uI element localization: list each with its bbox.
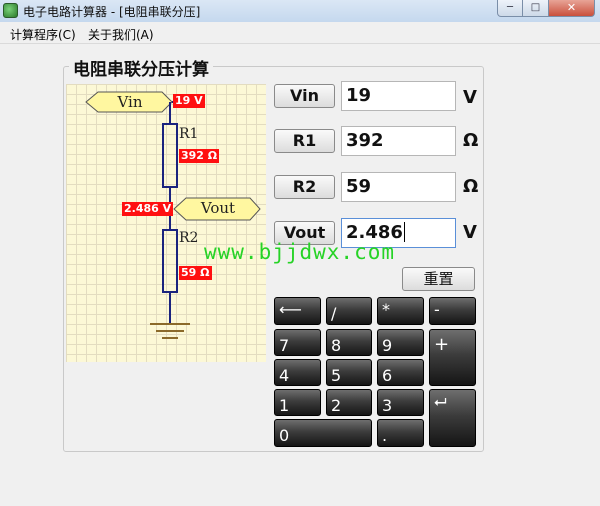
minus-key[interactable]: - xyxy=(429,297,476,325)
app-icon xyxy=(3,3,18,18)
vin-button[interactable]: Vin xyxy=(274,84,335,108)
vout-tag: Vout xyxy=(200,199,236,217)
key-5[interactable]: 5 xyxy=(326,359,372,386)
key-2[interactable]: 2 xyxy=(326,389,372,416)
panel-title: 电阻串联分压计算 xyxy=(69,55,213,80)
menu-bar: 计算程序(C) 关于我们(A) xyxy=(0,22,600,44)
reset-button[interactable]: 重置 xyxy=(402,267,475,291)
key-4[interactable]: 4 xyxy=(274,359,321,386)
r1-input-value: 392 xyxy=(346,130,384,151)
menu-calculate[interactable]: 计算程序(C) xyxy=(10,28,76,42)
maximize-button[interactable]: □ xyxy=(523,0,549,17)
resistor-r2 xyxy=(162,229,178,293)
divide-key[interactable]: / xyxy=(326,297,372,325)
vout-input[interactable]: 2.486 xyxy=(341,218,456,248)
minimize-button[interactable]: ─ xyxy=(497,0,523,17)
r2-value-label: 59 Ω xyxy=(179,266,212,280)
vout-input-value: 2.486 xyxy=(346,222,403,243)
watermark-url: www.bjjdwx.com xyxy=(204,240,396,264)
r2-input-value: 59 xyxy=(346,176,372,197)
vin-tag: Vin xyxy=(117,93,143,111)
vout-button[interactable]: Vout xyxy=(274,221,335,245)
r2-input[interactable]: 59 xyxy=(341,172,456,202)
circuit-schematic xyxy=(85,91,261,339)
vout-tag-shape xyxy=(173,197,261,221)
backspace-key[interactable]: ⟵ xyxy=(274,297,321,325)
circuit-diagram: Vin 19 V R1 392 Ω 2.486 V Vout R2 59 Ω xyxy=(66,84,266,362)
resistor-r1 xyxy=(162,123,178,188)
text-caret xyxy=(403,222,405,242)
close-button[interactable]: ✕ xyxy=(549,0,595,17)
r2-button[interactable]: R2 xyxy=(274,175,335,199)
r1-value-label: 392 Ω xyxy=(179,149,220,163)
vout-value-label: 2.486 V xyxy=(122,202,174,216)
vin-value-label: 19 V xyxy=(173,94,205,108)
r1-unit: Ω xyxy=(463,130,479,151)
key-6[interactable]: 6 xyxy=(377,359,424,386)
key-0[interactable]: 0 xyxy=(274,419,372,447)
key-3[interactable]: 3 xyxy=(377,389,424,416)
vout-unit: V xyxy=(463,222,477,243)
title-bar: 电子电路计算器 - [电阻串联分压] ─ □ ✕ xyxy=(0,0,600,23)
menu-about[interactable]: 关于我们(A) xyxy=(88,28,154,42)
decimal-key[interactable]: . xyxy=(377,419,424,447)
r2-name: R2 xyxy=(179,230,199,246)
key-9[interactable]: 9 xyxy=(377,329,424,356)
key-1[interactable]: 1 xyxy=(274,389,321,416)
window-title: 电子电路计算器 - [电阻串联分压] xyxy=(23,5,201,19)
vin-input[interactable]: 19 xyxy=(341,81,456,111)
multiply-key[interactable]: * xyxy=(377,297,424,325)
key-8[interactable]: 8 xyxy=(326,329,372,356)
calculator-panel xyxy=(63,66,484,452)
r1-input[interactable]: 392 xyxy=(341,126,456,156)
r2-unit: Ω xyxy=(463,176,479,197)
plus-key[interactable]: + xyxy=(429,329,476,386)
vin-input-value: 19 xyxy=(346,85,372,106)
enter-key[interactable]: ⮠ xyxy=(429,389,476,447)
vin-unit: V xyxy=(463,87,477,108)
r1-name: R1 xyxy=(179,126,199,142)
key-7[interactable]: 7 xyxy=(274,329,321,356)
r1-button[interactable]: R1 xyxy=(274,129,335,153)
